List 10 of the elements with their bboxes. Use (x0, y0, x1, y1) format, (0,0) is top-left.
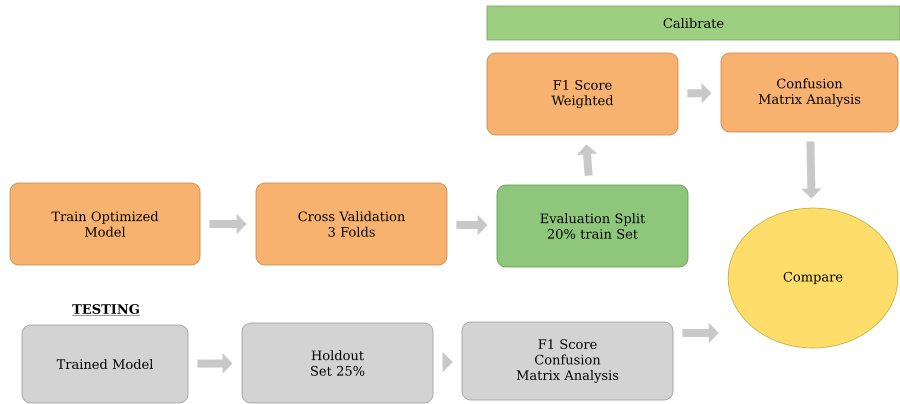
section-heading: TESTING (72, 304, 140, 316)
process-box: F1 Score Confusion Matrix Analysis (462, 322, 674, 400)
process-box: Evaluation Split 20% train Set (496, 184, 688, 268)
process-box: Trained Model (22, 324, 188, 404)
process-box: F1 Score Weighted (486, 52, 678, 136)
process-box: Train Optimized Model (10, 182, 200, 266)
process-box: Cross Validation 3 Folds (256, 182, 448, 266)
process-box: Holdout Set 25% (242, 322, 434, 404)
process-box: Confusion Matrix Analysis (720, 52, 898, 132)
banner-bar: Calibrate (486, 6, 900, 40)
